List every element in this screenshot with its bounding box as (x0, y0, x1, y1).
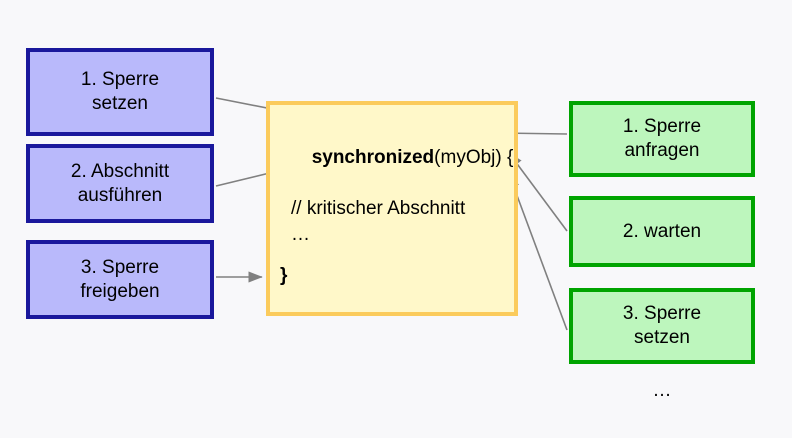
client-step-1-line1: 1. Sperre (80, 69, 160, 91)
monitor-step-1-box[interactable]: 1. Sperre anfragen (569, 101, 755, 177)
code-line-synchronized: synchronized(myObj) { (280, 119, 514, 196)
client-step-3-line2: freigeben (80, 280, 160, 302)
code-keyword-synchronized: synchronized (311, 146, 435, 168)
client-step-2-line1: 2. Abschnitt (70, 160, 170, 182)
client-step-1-box[interactable]: 1. Sperre setzen (26, 48, 214, 136)
monitor-step-1-line1: 1. Sperre (622, 116, 702, 138)
client-step-3-box[interactable]: 3. Sperre freigeben (26, 240, 214, 319)
monitor-step-2-line1: 2. warten (622, 220, 702, 242)
code-line-synchronized-rest: (myObj) { (434, 146, 514, 168)
synchronized-code-block: synchronized(myObj) { // kritischer Absc… (266, 101, 518, 316)
monitor-step-2-box[interactable]: 2. warten (569, 196, 755, 267)
monitor-step-3-line1: 3. Sperre (622, 303, 702, 325)
client-step-3-line1: 3. Sperre (80, 256, 160, 278)
code-line-ellipsis: … (291, 223, 310, 245)
client-step-2-line2: ausführen (77, 184, 163, 206)
client-step-2-box[interactable]: 2. Abschnitt ausführen (26, 144, 214, 223)
monitor-step-3-box[interactable]: 3. Sperre setzen (569, 288, 755, 364)
client-step-1-line2: setzen (92, 93, 148, 114)
code-line-comment: // kritischer Abschnitt (291, 197, 466, 219)
monitor-trailing-ellipsis: … (652, 380, 672, 401)
monitor-step-1-line2: anfragen (624, 140, 700, 161)
code-line-closing-brace: } (280, 265, 288, 286)
monitor-step-3-line2: setzen (634, 327, 690, 348)
